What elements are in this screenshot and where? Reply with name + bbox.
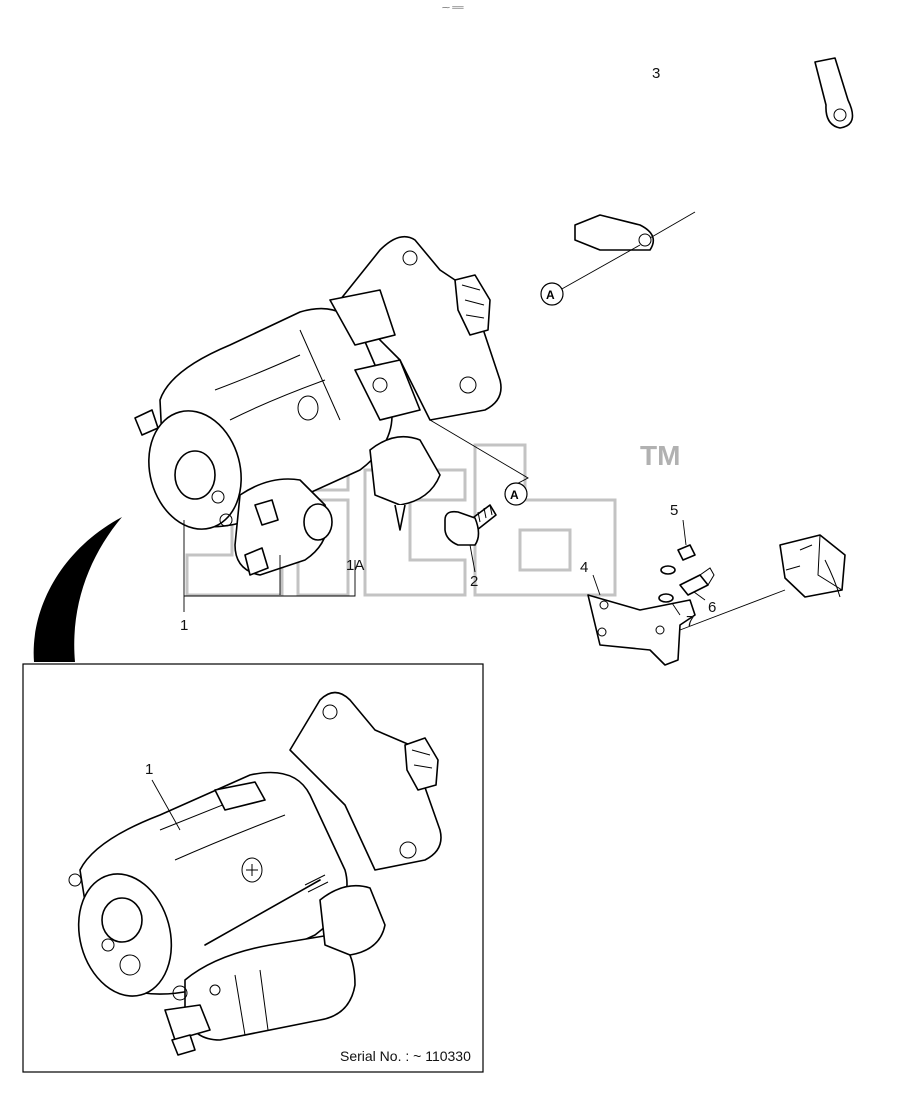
connector-ref-a-top: A: [540, 244, 641, 306]
item-1-bracket: [183, 520, 356, 612]
connector-ref-a-middle-label: A: [510, 488, 519, 502]
inset-panel: 1 Serial No. : ~ 110330: [22, 663, 484, 1073]
connector-ref-a-top-label: A: [546, 288, 555, 302]
fastener-parts: [658, 519, 715, 616]
top-mark: ⁓ ══: [442, 3, 464, 12]
inset-callout-1: 1: [145, 761, 153, 778]
callout-1a: 1A: [346, 557, 364, 574]
battery-cable: [551, 27, 854, 251]
callout-5: 5: [670, 502, 678, 519]
watermark-tm: TM: [640, 440, 680, 471]
starter-motor-inset: [68, 691, 442, 1056]
callout-3: 3: [652, 65, 660, 82]
connector-ref-a-middle: A: [429, 419, 529, 506]
inset-leader-1: [151, 779, 181, 831]
callout-6: 6: [708, 599, 716, 616]
relay-component: [779, 534, 846, 598]
serial-note: Serial No. : ~ 110330: [340, 1048, 471, 1064]
mounting-bracket: [587, 574, 786, 666]
callout-1: 1: [180, 617, 188, 634]
callout-7: 7: [686, 613, 694, 630]
callout-2: 2: [470, 573, 478, 590]
bolt-part: [444, 504, 497, 573]
crescent-shape: [33, 517, 122, 662]
starter-motor-main: [134, 235, 502, 576]
callout-4: 4: [580, 559, 588, 576]
